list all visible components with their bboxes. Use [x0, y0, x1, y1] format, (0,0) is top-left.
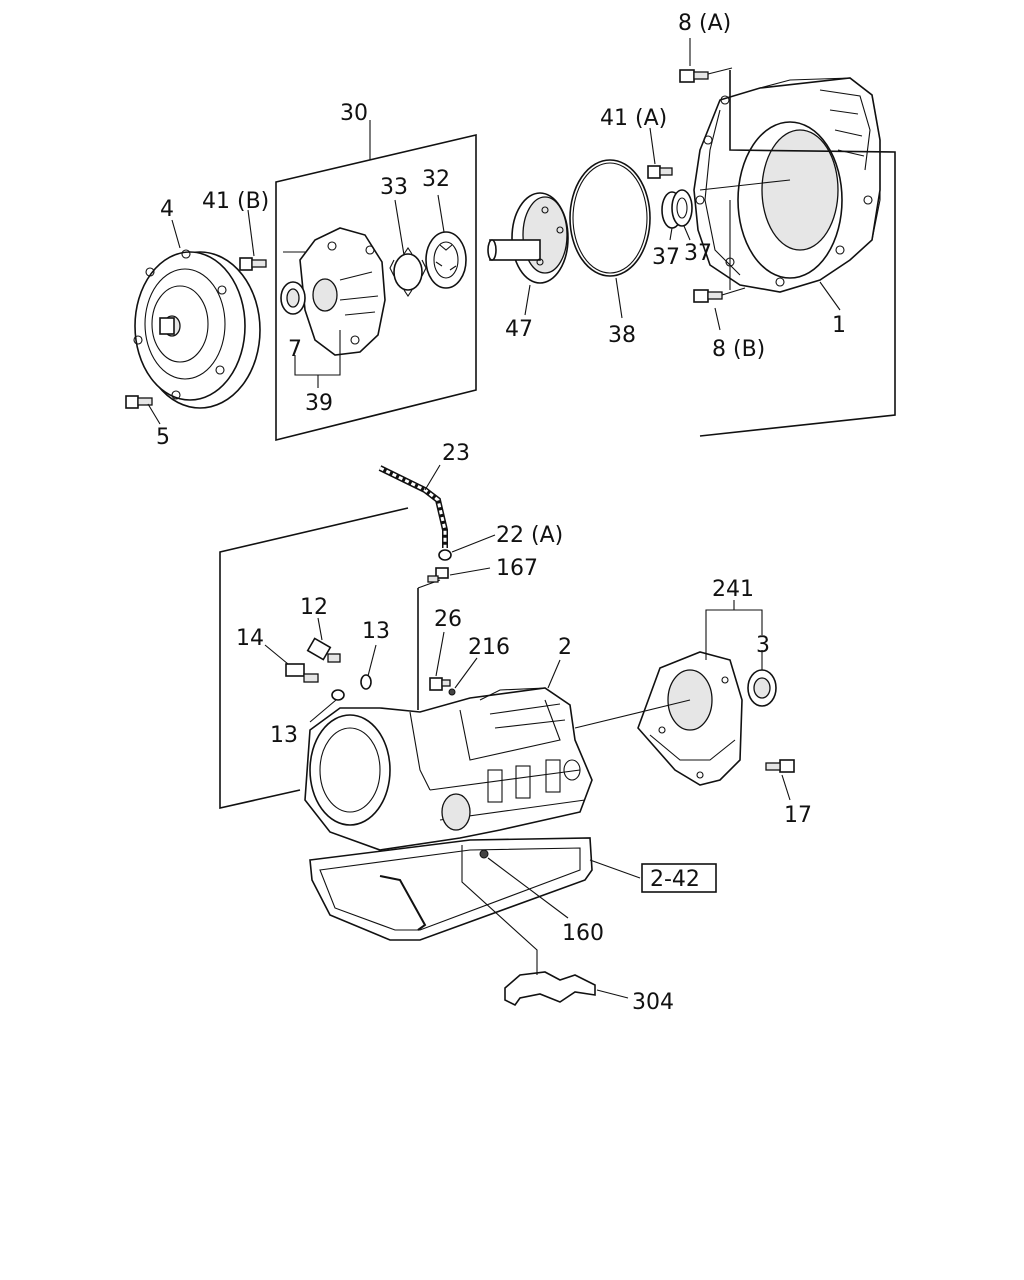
- transmission-case: [304, 687, 593, 851]
- bottom-leader-lines: [264, 464, 791, 999]
- oil-seal-7: [280, 281, 306, 315]
- label-2-42: 2-42: [650, 867, 700, 892]
- inner-gear-33: [389, 247, 427, 297]
- label-241: 241: [712, 577, 754, 602]
- bushing-37: [661, 189, 693, 229]
- label-30: 30: [340, 101, 368, 126]
- oil-seal-3: [747, 669, 777, 707]
- label-5: 5: [156, 425, 170, 450]
- bell-housing: [693, 77, 881, 293]
- connector-167: [427, 567, 449, 583]
- label-2: 2: [558, 635, 572, 660]
- label-38: 38: [608, 323, 636, 348]
- label-8b: 8 (B): [712, 337, 765, 362]
- label-26: 26: [434, 607, 462, 632]
- stator-shaft-47: [487, 192, 569, 284]
- label-37a: 37: [652, 245, 680, 270]
- bolt-8b: [693, 287, 746, 303]
- bracket-304: [504, 971, 596, 1007]
- label-3: 3: [756, 633, 770, 658]
- label-12: 12: [300, 595, 328, 620]
- reference-box-2-42: [641, 863, 717, 893]
- label-41a: 41 (A): [600, 106, 667, 131]
- label-32: 32: [422, 167, 450, 192]
- label-4: 4: [160, 197, 174, 222]
- label-216: 216: [468, 635, 510, 660]
- label-41b: 41 (B): [202, 189, 269, 214]
- extension-housing-241: [637, 651, 743, 786]
- oil-pump-body: [299, 227, 386, 356]
- bolt-8a: [679, 67, 733, 83]
- label-17: 17: [784, 803, 812, 828]
- bolt-5: [125, 395, 153, 409]
- label-8a: 8 (A): [678, 11, 731, 36]
- label-14: 14: [236, 626, 264, 651]
- bolt-17: [765, 759, 795, 773]
- bolt-41b: [239, 257, 267, 271]
- label-160: 160: [562, 921, 604, 946]
- label-13a: 13: [362, 619, 390, 644]
- oil-pan: [309, 837, 593, 941]
- fitting-14: [285, 663, 319, 683]
- label-167: 167: [496, 556, 538, 581]
- top-leader-lines: [147, 38, 841, 425]
- label-37b: 37: [684, 241, 712, 266]
- label-23: 23: [442, 441, 470, 466]
- oil-level-gauge-23: [378, 465, 448, 548]
- label-33: 33: [380, 175, 408, 200]
- sensor-12: [306, 637, 341, 663]
- label-22a: 22 (A): [496, 523, 563, 548]
- clip-22a: [438, 549, 452, 561]
- label-47: 47: [505, 317, 533, 342]
- o-ring-13a: [360, 674, 372, 690]
- label-304: 304: [632, 990, 674, 1015]
- label-13b: 13: [270, 723, 298, 748]
- label-39: 39: [305, 391, 333, 416]
- bolt-26: [429, 677, 451, 691]
- outer-gear-32: [425, 231, 467, 289]
- torque-converter: [133, 249, 261, 409]
- o-ring-13b: [331, 689, 345, 701]
- label-7: 7: [288, 337, 302, 362]
- o-ring-38: [569, 159, 651, 277]
- bolt-41a: [647, 165, 673, 179]
- plug-216: [448, 688, 456, 696]
- label-1: 1: [832, 313, 846, 338]
